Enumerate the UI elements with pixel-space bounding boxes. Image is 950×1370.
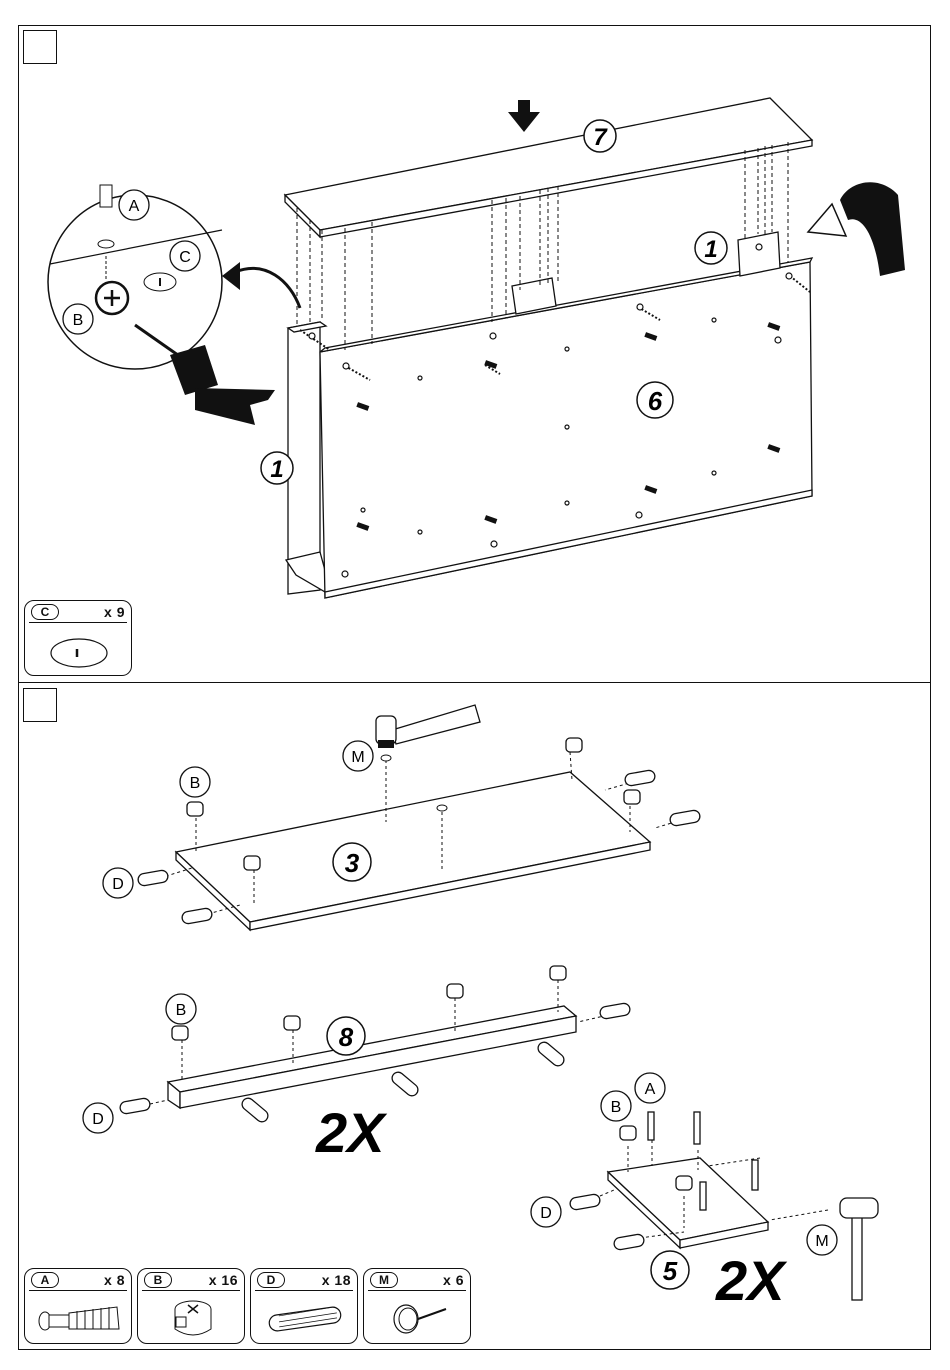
- nail-icon: [388, 1297, 458, 1341]
- part-letter: D: [257, 1272, 285, 1288]
- part-quantity: x 6: [443, 1272, 464, 1288]
- part-letter: B: [144, 1272, 172, 1288]
- part-card-d: D x 18: [250, 1268, 358, 1344]
- part-letter: C: [31, 604, 59, 620]
- rotate-arrow-icon: [808, 182, 905, 276]
- part-letter: M: [370, 1272, 398, 1288]
- part-card-c: C x 9: [24, 600, 132, 676]
- part-quantity: x 8: [104, 1272, 125, 1288]
- cam-lock-icon: [168, 1297, 218, 1341]
- svg-text:B: B: [73, 312, 84, 329]
- part-letter: A: [31, 1272, 59, 1288]
- svg-text:A: A: [129, 198, 140, 215]
- screwdriver-icon: [170, 345, 275, 425]
- part-quantity: x 9: [104, 604, 125, 620]
- svg-text:C: C: [179, 249, 191, 266]
- callout-a-zoom: A: [119, 190, 149, 220]
- callout-c-zoom: C: [170, 241, 200, 271]
- down-arrow-icon: [508, 100, 540, 132]
- upper-assembly-drawing: 7 1 6 1 A C B: [0, 0, 950, 690]
- callout-7: 7: [584, 120, 616, 152]
- callout-1-left: 1: [261, 452, 293, 484]
- step-number-box-lower: [23, 688, 57, 722]
- part-card-b: B x 16: [137, 1268, 245, 1344]
- cam-bolt-icon: [35, 1299, 125, 1339]
- svg-text:1: 1: [704, 236, 717, 263]
- callout-6: 6: [637, 382, 673, 418]
- cam-lock-hole-icon: [47, 633, 111, 669]
- callout-1-right: 1: [695, 232, 727, 264]
- svg-text:1: 1: [270, 456, 283, 483]
- part-quantity: x 16: [209, 1272, 238, 1288]
- callout-7-text: 7: [593, 124, 608, 151]
- part-card-m: M x 6: [363, 1268, 471, 1344]
- callout-b-zoom: B: [63, 304, 93, 334]
- svg-text:6: 6: [648, 386, 663, 416]
- part-card-a: A x 8: [24, 1268, 132, 1344]
- curved-arrow-icon: [235, 268, 300, 308]
- side-panel-right: [738, 232, 780, 276]
- part-quantity: x 18: [322, 1272, 351, 1288]
- wooden-dowel-icon: [265, 1303, 345, 1333]
